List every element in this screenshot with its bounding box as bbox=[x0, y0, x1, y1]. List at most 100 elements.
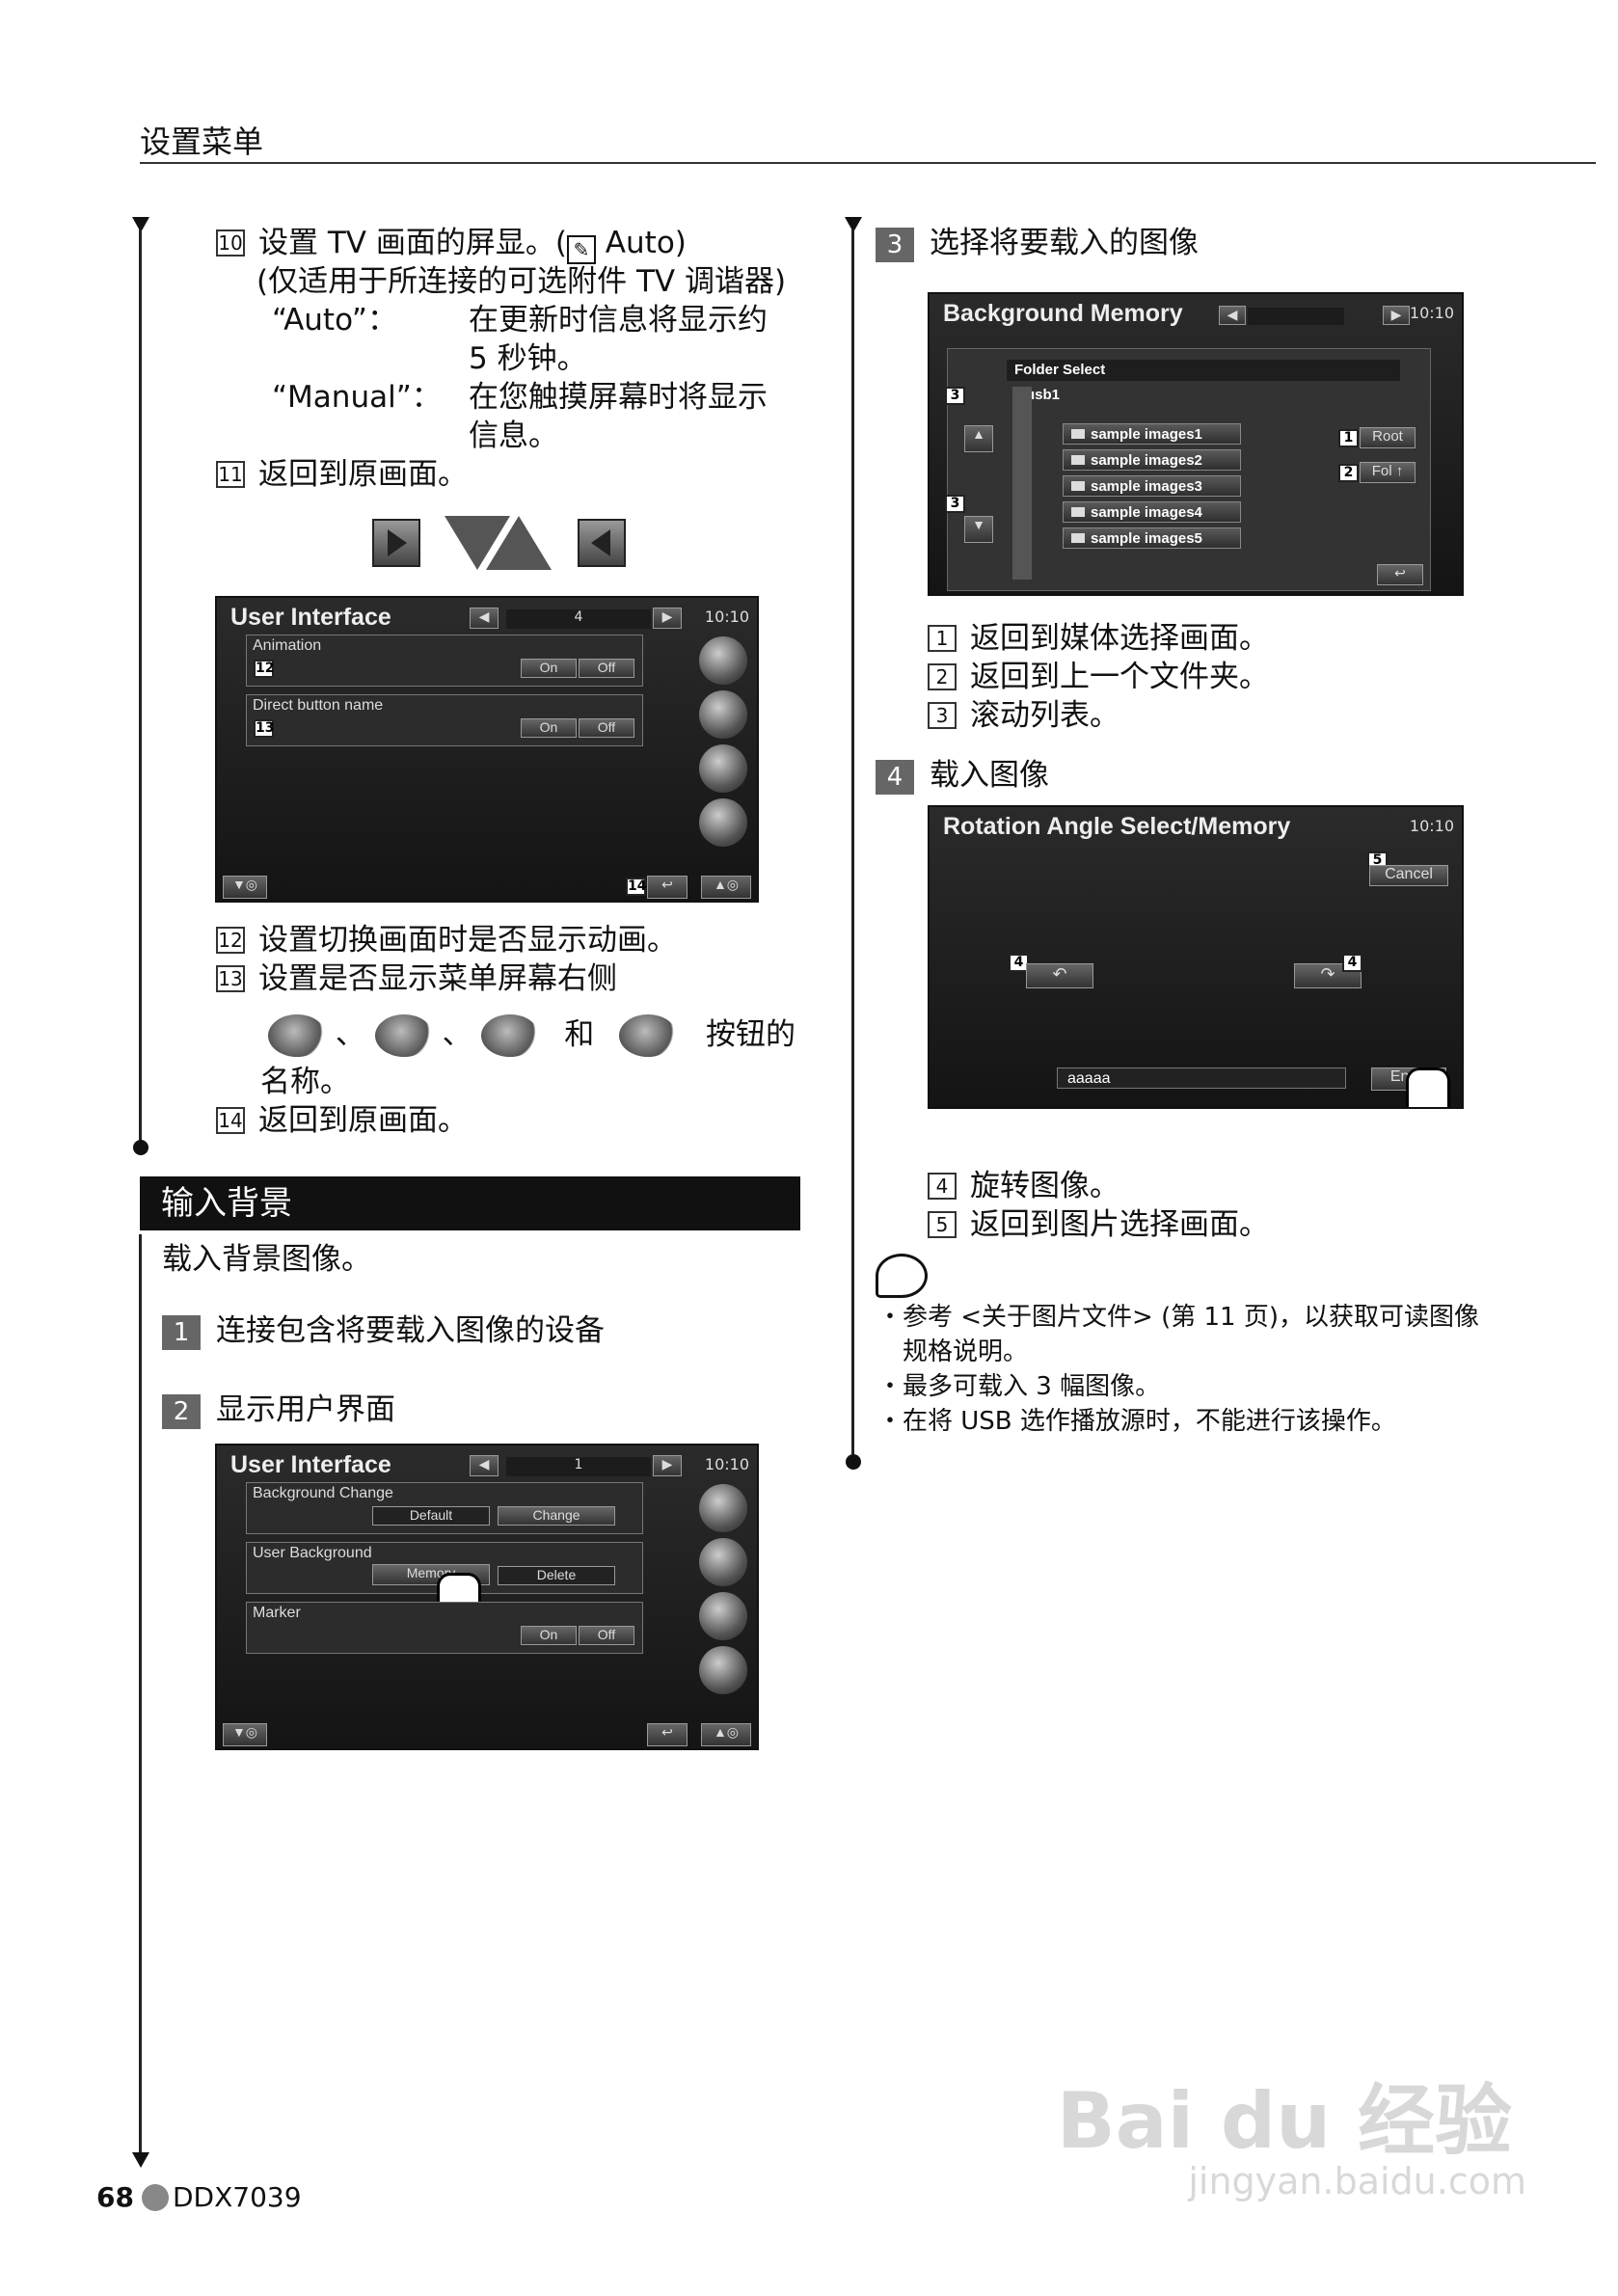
nav-icons bbox=[372, 516, 627, 570]
audio-icon[interactable] bbox=[699, 690, 747, 739]
hide-button[interactable]: ▼◎ bbox=[223, 876, 267, 899]
file-name-field[interactable]: aaaaa bbox=[1057, 1067, 1346, 1089]
callout-4: 4 bbox=[1009, 954, 1029, 972]
animation-panel: Animation On Off bbox=[246, 635, 643, 687]
folder-item-2[interactable]: sample images2 bbox=[1063, 449, 1241, 471]
next-button[interactable]: ▶ bbox=[1383, 306, 1410, 325]
folder-item-1[interactable]: sample images1 bbox=[1063, 423, 1241, 445]
direct-button-panel: Direct button name On Off bbox=[246, 694, 643, 746]
default-button[interactable]: Default bbox=[372, 1506, 490, 1526]
page-indicator: 4 bbox=[506, 609, 651, 629]
note-2: ・最多可载入 3 幅图像。 bbox=[877, 1372, 1161, 1401]
audio-icon[interactable] bbox=[699, 1538, 747, 1586]
folder-icon bbox=[1071, 533, 1085, 543]
next-page-button[interactable]: ▶ bbox=[653, 1455, 682, 1476]
change-button[interactable]: Change bbox=[498, 1506, 615, 1526]
marker-label: Marker bbox=[253, 1605, 301, 1621]
animation-on-button[interactable]: On bbox=[521, 659, 577, 678]
up-arrow-icon bbox=[486, 516, 553, 570]
satellite-icon[interactable] bbox=[699, 1646, 747, 1694]
folder-item-3[interactable]: sample images3 bbox=[1063, 475, 1241, 497]
animation-label: Animation bbox=[253, 637, 322, 654]
model-name: DDX7039 bbox=[172, 2181, 302, 2213]
watermark-logo: Bai du 经验 bbox=[1056, 2076, 1512, 2166]
scrollbar[interactable] bbox=[1012, 387, 1032, 580]
screen-title: User Interface bbox=[230, 604, 391, 631]
folder-up-button[interactable]: Fol ↑ bbox=[1360, 462, 1416, 483]
cancel-button[interactable]: Cancel bbox=[1369, 865, 1448, 886]
audio-icon bbox=[374, 1014, 433, 1057]
callout-2: 2 bbox=[1338, 464, 1359, 482]
folder-item-4[interactable]: sample images4 bbox=[1063, 501, 1241, 523]
satellite-icon[interactable] bbox=[699, 798, 747, 847]
auto-desc: 在更新时信息将显示约 bbox=[469, 303, 768, 338]
column-line bbox=[139, 230, 142, 1146]
callout-4: 4 bbox=[1342, 954, 1362, 972]
folder-icon bbox=[1071, 429, 1085, 439]
running-header: 设置菜单 bbox=[140, 123, 264, 160]
manual-key: “Manual”： bbox=[272, 380, 442, 415]
rotate-left-button[interactable]: ↶ bbox=[1026, 963, 1093, 988]
callout-12: 12 bbox=[254, 660, 275, 678]
prev-page-button[interactable]: ◀ bbox=[470, 1455, 499, 1476]
scroll-up-button[interactable]: ▲ bbox=[964, 425, 993, 452]
watermark-url: jingyan.baidu.com bbox=[1188, 2160, 1526, 2202]
speaker-icon[interactable] bbox=[699, 744, 747, 793]
section-title: 输入背景 bbox=[140, 1176, 800, 1230]
root-button[interactable]: Root bbox=[1360, 427, 1416, 448]
show-button[interactable]: ▲◎ bbox=[701, 876, 751, 899]
background-change-panel: Background Change Default Change bbox=[246, 1482, 643, 1534]
folder-item-5[interactable]: sample images5 bbox=[1063, 527, 1241, 549]
setup-icon[interactable] bbox=[699, 636, 747, 685]
prev-button[interactable]: ◀ bbox=[1219, 306, 1246, 325]
marker-on-button[interactable]: On bbox=[521, 1626, 577, 1645]
delete-button[interactable]: Delete bbox=[498, 1566, 615, 1585]
note-3: ・在将 USB 选作播放源时，不能进行该操作。 bbox=[877, 1407, 1396, 1436]
prev-page-button[interactable]: ◀ bbox=[470, 608, 499, 629]
speaker-icon[interactable] bbox=[699, 1592, 747, 1640]
column-start-marker bbox=[132, 217, 149, 232]
ui-screen-animation: User Interface ◀ 4 ▶ 10:10 Animation On … bbox=[215, 596, 759, 903]
manual-desc: 在您触摸屏幕时将显示 bbox=[469, 380, 768, 415]
page-number: 68 bbox=[96, 2181, 134, 2213]
show-button[interactable]: ▲◎ bbox=[701, 1723, 751, 1746]
screen-title: User Interface bbox=[230, 1451, 391, 1478]
right-column-line bbox=[851, 230, 854, 1454]
callout-14: 14 bbox=[626, 878, 647, 896]
return-button[interactable]: ↩ bbox=[647, 1723, 688, 1746]
marker-off-button[interactable]: Off bbox=[579, 1626, 634, 1645]
satellite-icon bbox=[619, 1014, 678, 1057]
rotation-screen: Rotation Angle Select/Memory 10:10 5 Can… bbox=[928, 805, 1464, 1109]
item-13-icons: 、 、 和 按钮的 bbox=[268, 1014, 796, 1057]
auto-key: “Auto”： bbox=[272, 303, 397, 338]
next-arrow-icon bbox=[372, 519, 420, 567]
usb-label: usb1 bbox=[1026, 387, 1061, 403]
hide-button[interactable]: ▼◎ bbox=[223, 1723, 267, 1746]
animation-off-button[interactable]: Off bbox=[579, 659, 634, 678]
callout-3: 3 bbox=[945, 387, 965, 405]
column-end-marker bbox=[132, 2152, 149, 2168]
next-page-button[interactable]: ▶ bbox=[653, 608, 682, 629]
page-footer: 68 DDX7039 bbox=[96, 2181, 302, 2213]
folder-icon bbox=[1071, 455, 1085, 465]
auto-desc-2: 5 秒钟。 bbox=[469, 341, 587, 376]
callout-3: 3 bbox=[945, 495, 965, 513]
direct-on-button[interactable]: On bbox=[521, 718, 577, 738]
note-1: ・参考 <关于图片文件> (第 11 页)，以获取可读图像 bbox=[877, 1303, 1480, 1332]
callout-1: 1 bbox=[1338, 429, 1359, 447]
return-button[interactable]: ↩ bbox=[647, 876, 688, 899]
scroll-down-button[interactable]: ▼ bbox=[964, 516, 993, 543]
setup-icon[interactable] bbox=[699, 1484, 747, 1532]
callout-13: 13 bbox=[254, 719, 275, 738]
return-button[interactable]: ↩ bbox=[1377, 564, 1423, 585]
direct-off-button[interactable]: Off bbox=[579, 718, 634, 738]
